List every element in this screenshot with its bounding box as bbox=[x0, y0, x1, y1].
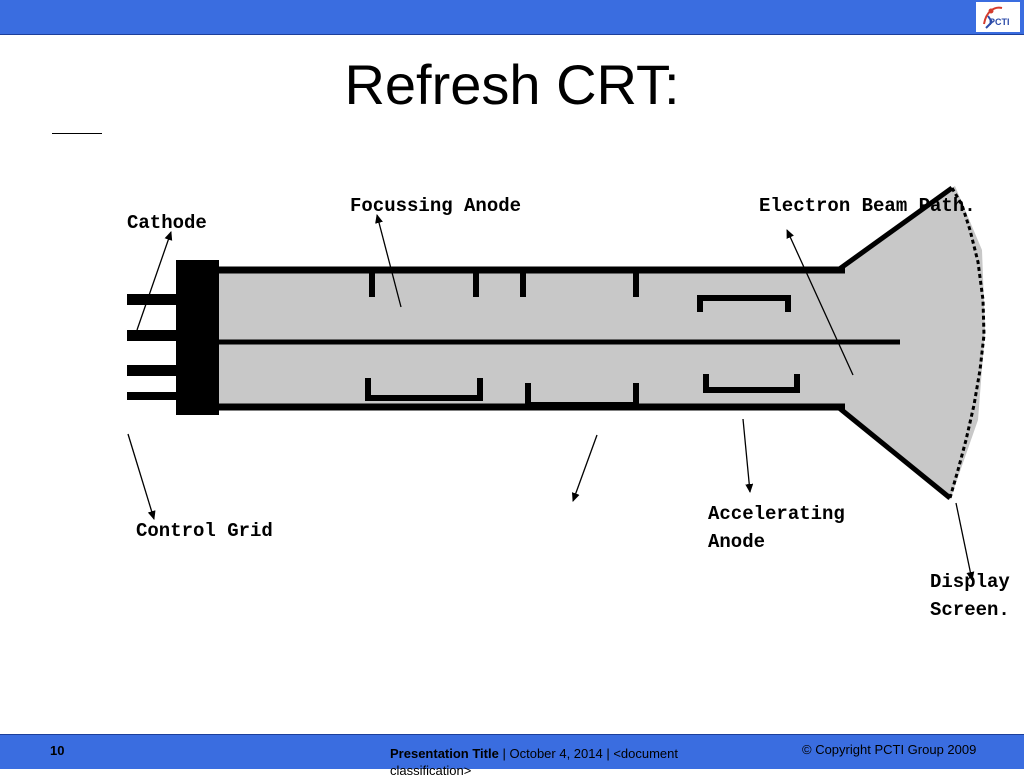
cathode-assembly bbox=[127, 260, 219, 415]
cathode-label: Cathode bbox=[127, 212, 207, 234]
logo-text: PCTI bbox=[989, 17, 1010, 27]
logo-icon bbox=[983, 6, 1003, 29]
unlabeled-arrow bbox=[571, 434, 598, 502]
accelerating-anode-label-line2: Anode bbox=[708, 531, 766, 553]
focussing-anode-arrow bbox=[375, 214, 402, 308]
electron-beam-arrow bbox=[786, 229, 854, 376]
annotation-arrows bbox=[127, 214, 975, 581]
accelerating-anode-label-line1: Accelerating bbox=[708, 503, 845, 525]
page-number: 10 bbox=[50, 743, 65, 758]
top-bar: PCTI bbox=[0, 0, 1024, 35]
company-logo: PCTI bbox=[976, 2, 1020, 32]
display-screen-label-line2: Screen. bbox=[930, 599, 1010, 621]
control-grid-arrow bbox=[127, 433, 156, 520]
copyright-text: © Copyright PCTI Group 2009 bbox=[802, 742, 977, 757]
electron-beam-path-label: Electron Beam Path. bbox=[759, 195, 976, 217]
display-screen-label-line1: Display bbox=[930, 571, 1010, 593]
footer-info: Presentation Title | October 4, 2014 | <… bbox=[390, 745, 730, 779]
accelerating-anode-arrow bbox=[742, 418, 754, 493]
footer-date-classification: October 4, 2014 | <document classificati… bbox=[390, 746, 678, 778]
presentation-title: Presentation Title bbox=[390, 746, 499, 761]
accelerating-anode-plates bbox=[697, 295, 800, 393]
footer-separator: | bbox=[502, 746, 506, 761]
cathode-arrow bbox=[136, 231, 173, 331]
slide-title: Refresh CRT: bbox=[344, 53, 680, 116]
focussing-anode-label: Focussing Anode bbox=[350, 195, 522, 217]
focussing-anode-plates bbox=[365, 272, 639, 408]
footer-bar: 10 Presentation Title | October 4, 2014 … bbox=[0, 734, 1024, 778]
underline-mark bbox=[52, 133, 102, 134]
display-screen-arrow bbox=[955, 502, 975, 581]
control-grid-label: Control Grid bbox=[136, 520, 273, 542]
